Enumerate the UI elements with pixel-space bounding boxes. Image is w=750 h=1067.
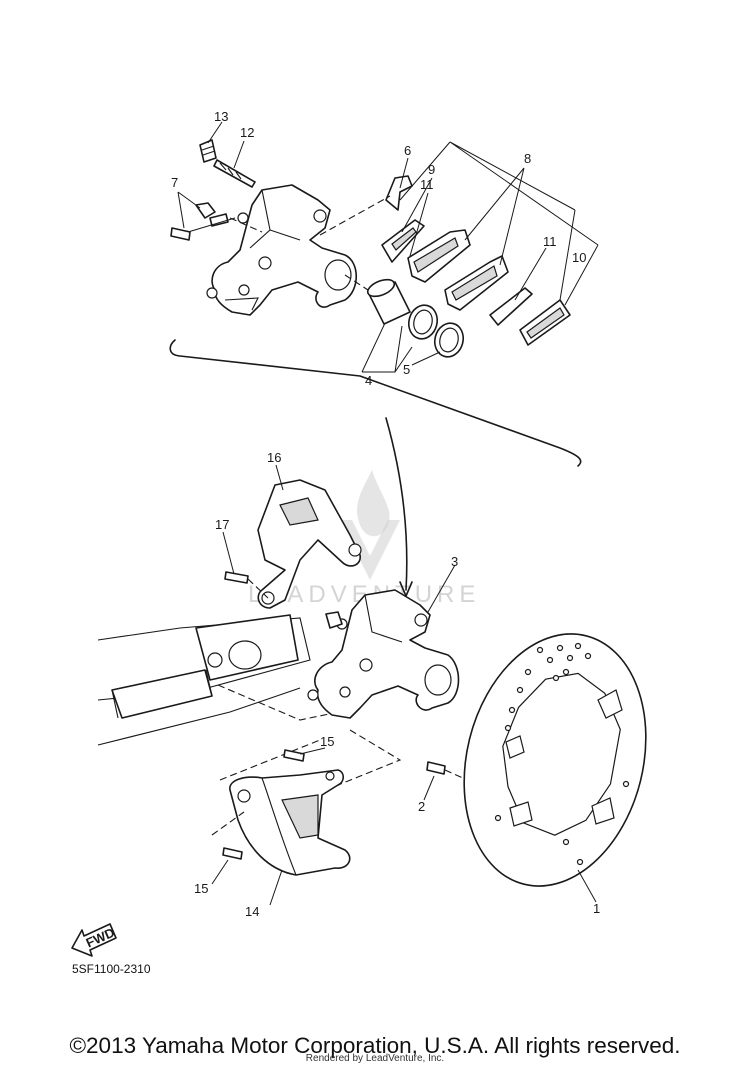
callout-17: 17 (215, 517, 229, 532)
assembly-arrow (385, 417, 408, 591)
leader-lines (177, 121, 599, 906)
disc-guard-14 (211, 739, 351, 876)
callout-16: 16 (267, 450, 281, 465)
callout-9: 9 (428, 162, 435, 177)
callout-3: 3 (451, 554, 458, 569)
callout-15-lower: 15 (194, 881, 208, 896)
callout-2: 2 (418, 799, 425, 814)
group-bracket (169, 339, 582, 467)
callout-4: 4 (365, 373, 372, 388)
callout-13: 13 (214, 109, 228, 124)
diagram-code: 5SF1100-2310 (72, 962, 151, 976)
callout-11-lower: 11 (543, 234, 557, 249)
callout-6: 6 (404, 143, 411, 158)
callout-15-upper: 15 (320, 734, 334, 749)
caliper-exploded-view (170, 139, 571, 358)
fwd-arrow-icon: FWD (71, 923, 117, 957)
copyright-notice: ©2013 Yamaha Motor Corporation, U.S.A. A… (69, 1033, 681, 1058)
brake-caliper-3 (307, 589, 460, 719)
callout-11-upper: 11 (420, 177, 434, 192)
callout-14: 14 (245, 904, 259, 919)
caliper-bracket-16 (224, 479, 362, 609)
disc-bolt-2 (426, 761, 446, 775)
callout-10: 10 (572, 250, 586, 265)
callouts: 1 2 3 4 5 6 7 8 9 10 11 11 12 13 14 15 1… (171, 109, 600, 919)
callout-1: 1 (593, 901, 600, 916)
rendered-by-credit: Rendered by LeadVenture, Inc. (305, 1053, 445, 1064)
swingarm-outline (97, 614, 359, 746)
callout-5: 5 (403, 362, 410, 377)
callout-12: 12 (240, 125, 254, 140)
brake-disc-1 (463, 633, 647, 887)
fwd-label: FWD (84, 925, 117, 951)
callout-7: 7 (171, 175, 178, 190)
callout-8: 8 (524, 151, 531, 166)
